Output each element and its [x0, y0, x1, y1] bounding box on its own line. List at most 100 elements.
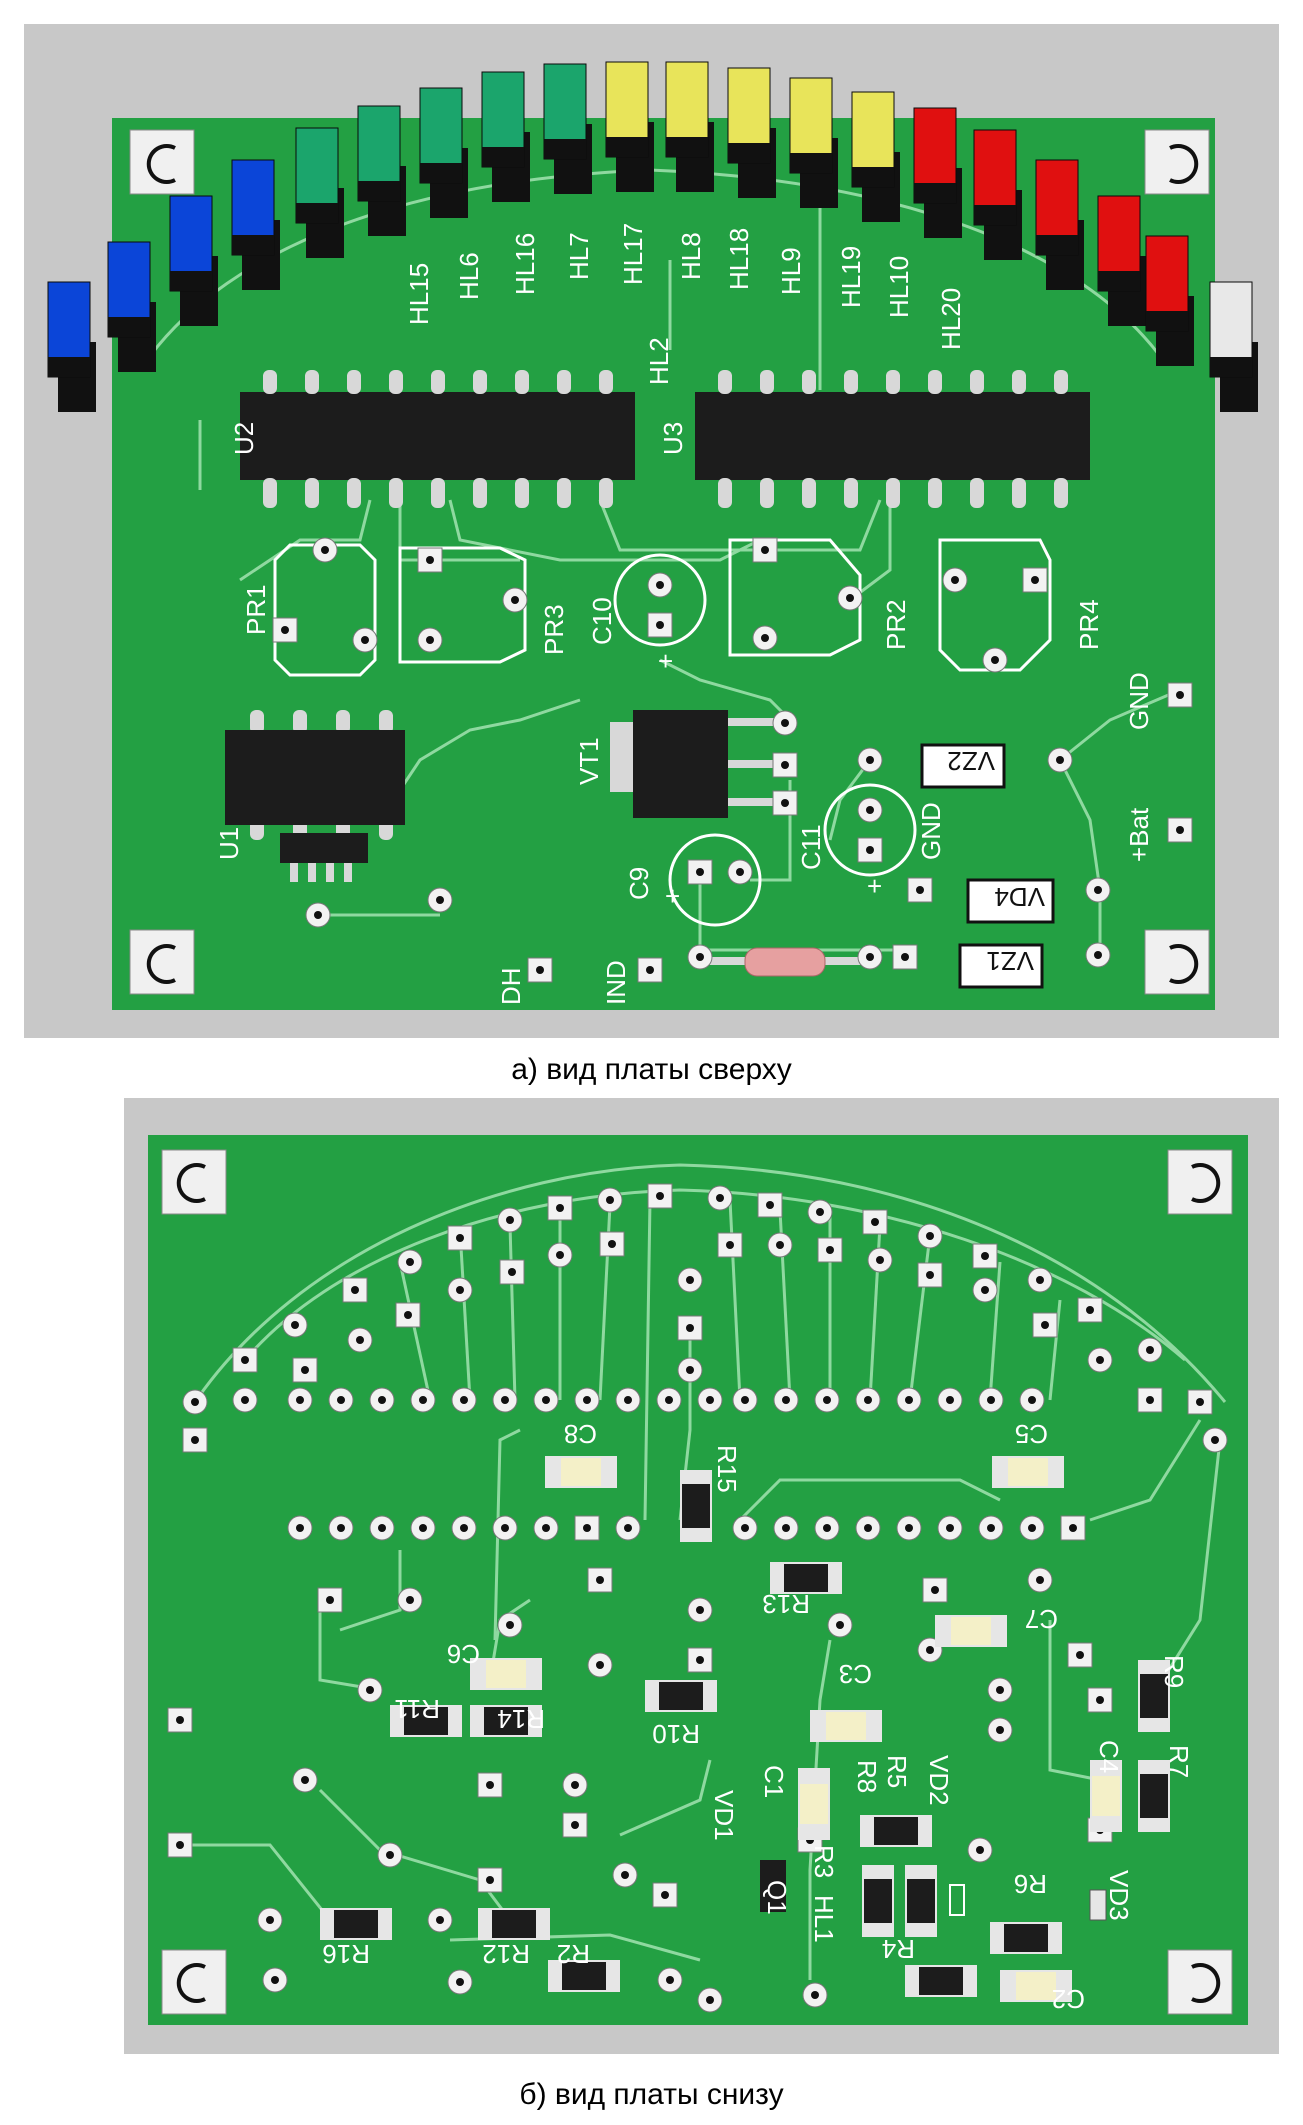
- label-r8: R8: [852, 1760, 882, 1793]
- chip-pin: [379, 710, 393, 734]
- chip-pin: [557, 478, 571, 508]
- pad-hole: [871, 1218, 879, 1226]
- chip-pin: [347, 478, 361, 508]
- pad-hole: [816, 1208, 824, 1216]
- label-hl20: HL20: [936, 288, 966, 350]
- pad-hole: [716, 1194, 724, 1202]
- smd-resistor-body: [334, 1910, 378, 1938]
- pad-hole: [356, 1336, 364, 1344]
- pad-hole: [781, 719, 789, 727]
- pad-hole: [606, 1196, 614, 1204]
- pad-hole: [1146, 1346, 1154, 1354]
- pad-hole: [736, 868, 744, 876]
- pad: [1167, 682, 1193, 708]
- chip-pin: [760, 478, 774, 508]
- label-r11: R11: [394, 1694, 440, 1724]
- pad-hole: [301, 1366, 309, 1374]
- pad-hole: [337, 1524, 345, 1532]
- chip-pin: [886, 478, 900, 508]
- chip-pin: [250, 710, 264, 734]
- pad-hole: [426, 556, 434, 564]
- chip-pin: [760, 370, 774, 394]
- chip-pin: [1054, 478, 1068, 508]
- pad-hole: [905, 1524, 913, 1532]
- label-plus1: +: [658, 646, 673, 676]
- chip-pin: [1054, 370, 1068, 394]
- label-dh: DH: [496, 967, 526, 1005]
- chip-pin: [431, 370, 445, 394]
- pad-hole: [406, 1258, 414, 1266]
- label-gnd2: GND: [916, 802, 946, 860]
- pad-hole: [176, 1841, 184, 1849]
- pad-hole: [696, 868, 704, 876]
- smd-capacitor-body: [951, 1617, 991, 1645]
- smd-resistor-body: [492, 1910, 536, 1938]
- chip-pin: [802, 370, 816, 394]
- pad-hole: [301, 1776, 309, 1784]
- smd-resistor-body: [1140, 1674, 1168, 1718]
- pad-hole: [761, 546, 769, 554]
- label-gnd1: GND: [1124, 672, 1154, 730]
- pad-hole: [931, 1586, 939, 1594]
- pad-hole: [321, 546, 329, 554]
- pad-hole: [976, 1846, 984, 1854]
- pad-hole: [951, 576, 959, 584]
- pad: [1137, 1387, 1163, 1413]
- chip-pin: [844, 370, 858, 394]
- pad-hole: [836, 1621, 844, 1629]
- pad-hole: [781, 799, 789, 807]
- chip-pin: [293, 710, 307, 734]
- pad-hole: [996, 1726, 1004, 1734]
- label-ind: IND: [601, 960, 631, 1005]
- chip-pin: [599, 478, 613, 508]
- led-base: [232, 235, 274, 255]
- pad-hole: [1056, 756, 1064, 764]
- chip-pin: [802, 478, 816, 508]
- smd-resistor-body: [484, 1707, 528, 1735]
- pad-hole: [406, 1596, 414, 1604]
- pad-hole: [1036, 1276, 1044, 1284]
- chip-pin: [263, 370, 277, 394]
- pad-hole: [946, 1396, 954, 1404]
- pad-hole: [926, 1271, 934, 1279]
- pad-hole: [511, 596, 519, 604]
- caption-bottom-view: б) вид платы снизу: [519, 2078, 784, 2111]
- smd-resistor-body: [682, 1484, 710, 1528]
- pad-hole: [741, 1396, 749, 1404]
- pad: [499, 1259, 525, 1285]
- smd-resistor-body: [784, 1564, 828, 1592]
- pad-hole: [656, 621, 664, 629]
- mounting-holes-top: [129, 129, 1210, 995]
- chip-pin: [305, 370, 319, 394]
- label-vd3: VD3: [1104, 1870, 1134, 1921]
- pad-hole: [426, 636, 434, 644]
- pad-hole: [460, 1524, 468, 1532]
- pad-hole: [361, 636, 369, 644]
- pad-hole: [901, 953, 909, 961]
- pad: [477, 1867, 503, 1893]
- pad-hole: [1196, 1398, 1204, 1406]
- chip-pin: [1012, 478, 1026, 508]
- label-q1: Q1: [762, 1880, 792, 1915]
- label-c5: C5: [1015, 1419, 1048, 1449]
- label-c4: C4: [1094, 1740, 1124, 1773]
- pad-hole: [296, 1524, 304, 1532]
- led-base: [852, 167, 894, 187]
- zener-boxes: [920, 743, 1055, 989]
- smd-capacitor-body: [826, 1712, 866, 1740]
- smd-diode-vd2: [949, 1884, 965, 1916]
- label-r16: R16: [322, 1939, 370, 1969]
- smd-resistor-body: [659, 1682, 703, 1710]
- pad-hole: [782, 1524, 790, 1532]
- chip-u2: [240, 392, 635, 480]
- smd-resistor-body: [404, 1707, 448, 1735]
- pad-hole: [191, 1436, 199, 1444]
- pad-hole: [366, 1686, 374, 1694]
- pad: [562, 1812, 588, 1838]
- chip-u1: [225, 730, 405, 863]
- pad-hole: [996, 1686, 1004, 1694]
- chip-pin: [886, 370, 900, 394]
- chip-pin: [473, 370, 487, 394]
- label-u1: U1: [214, 827, 244, 860]
